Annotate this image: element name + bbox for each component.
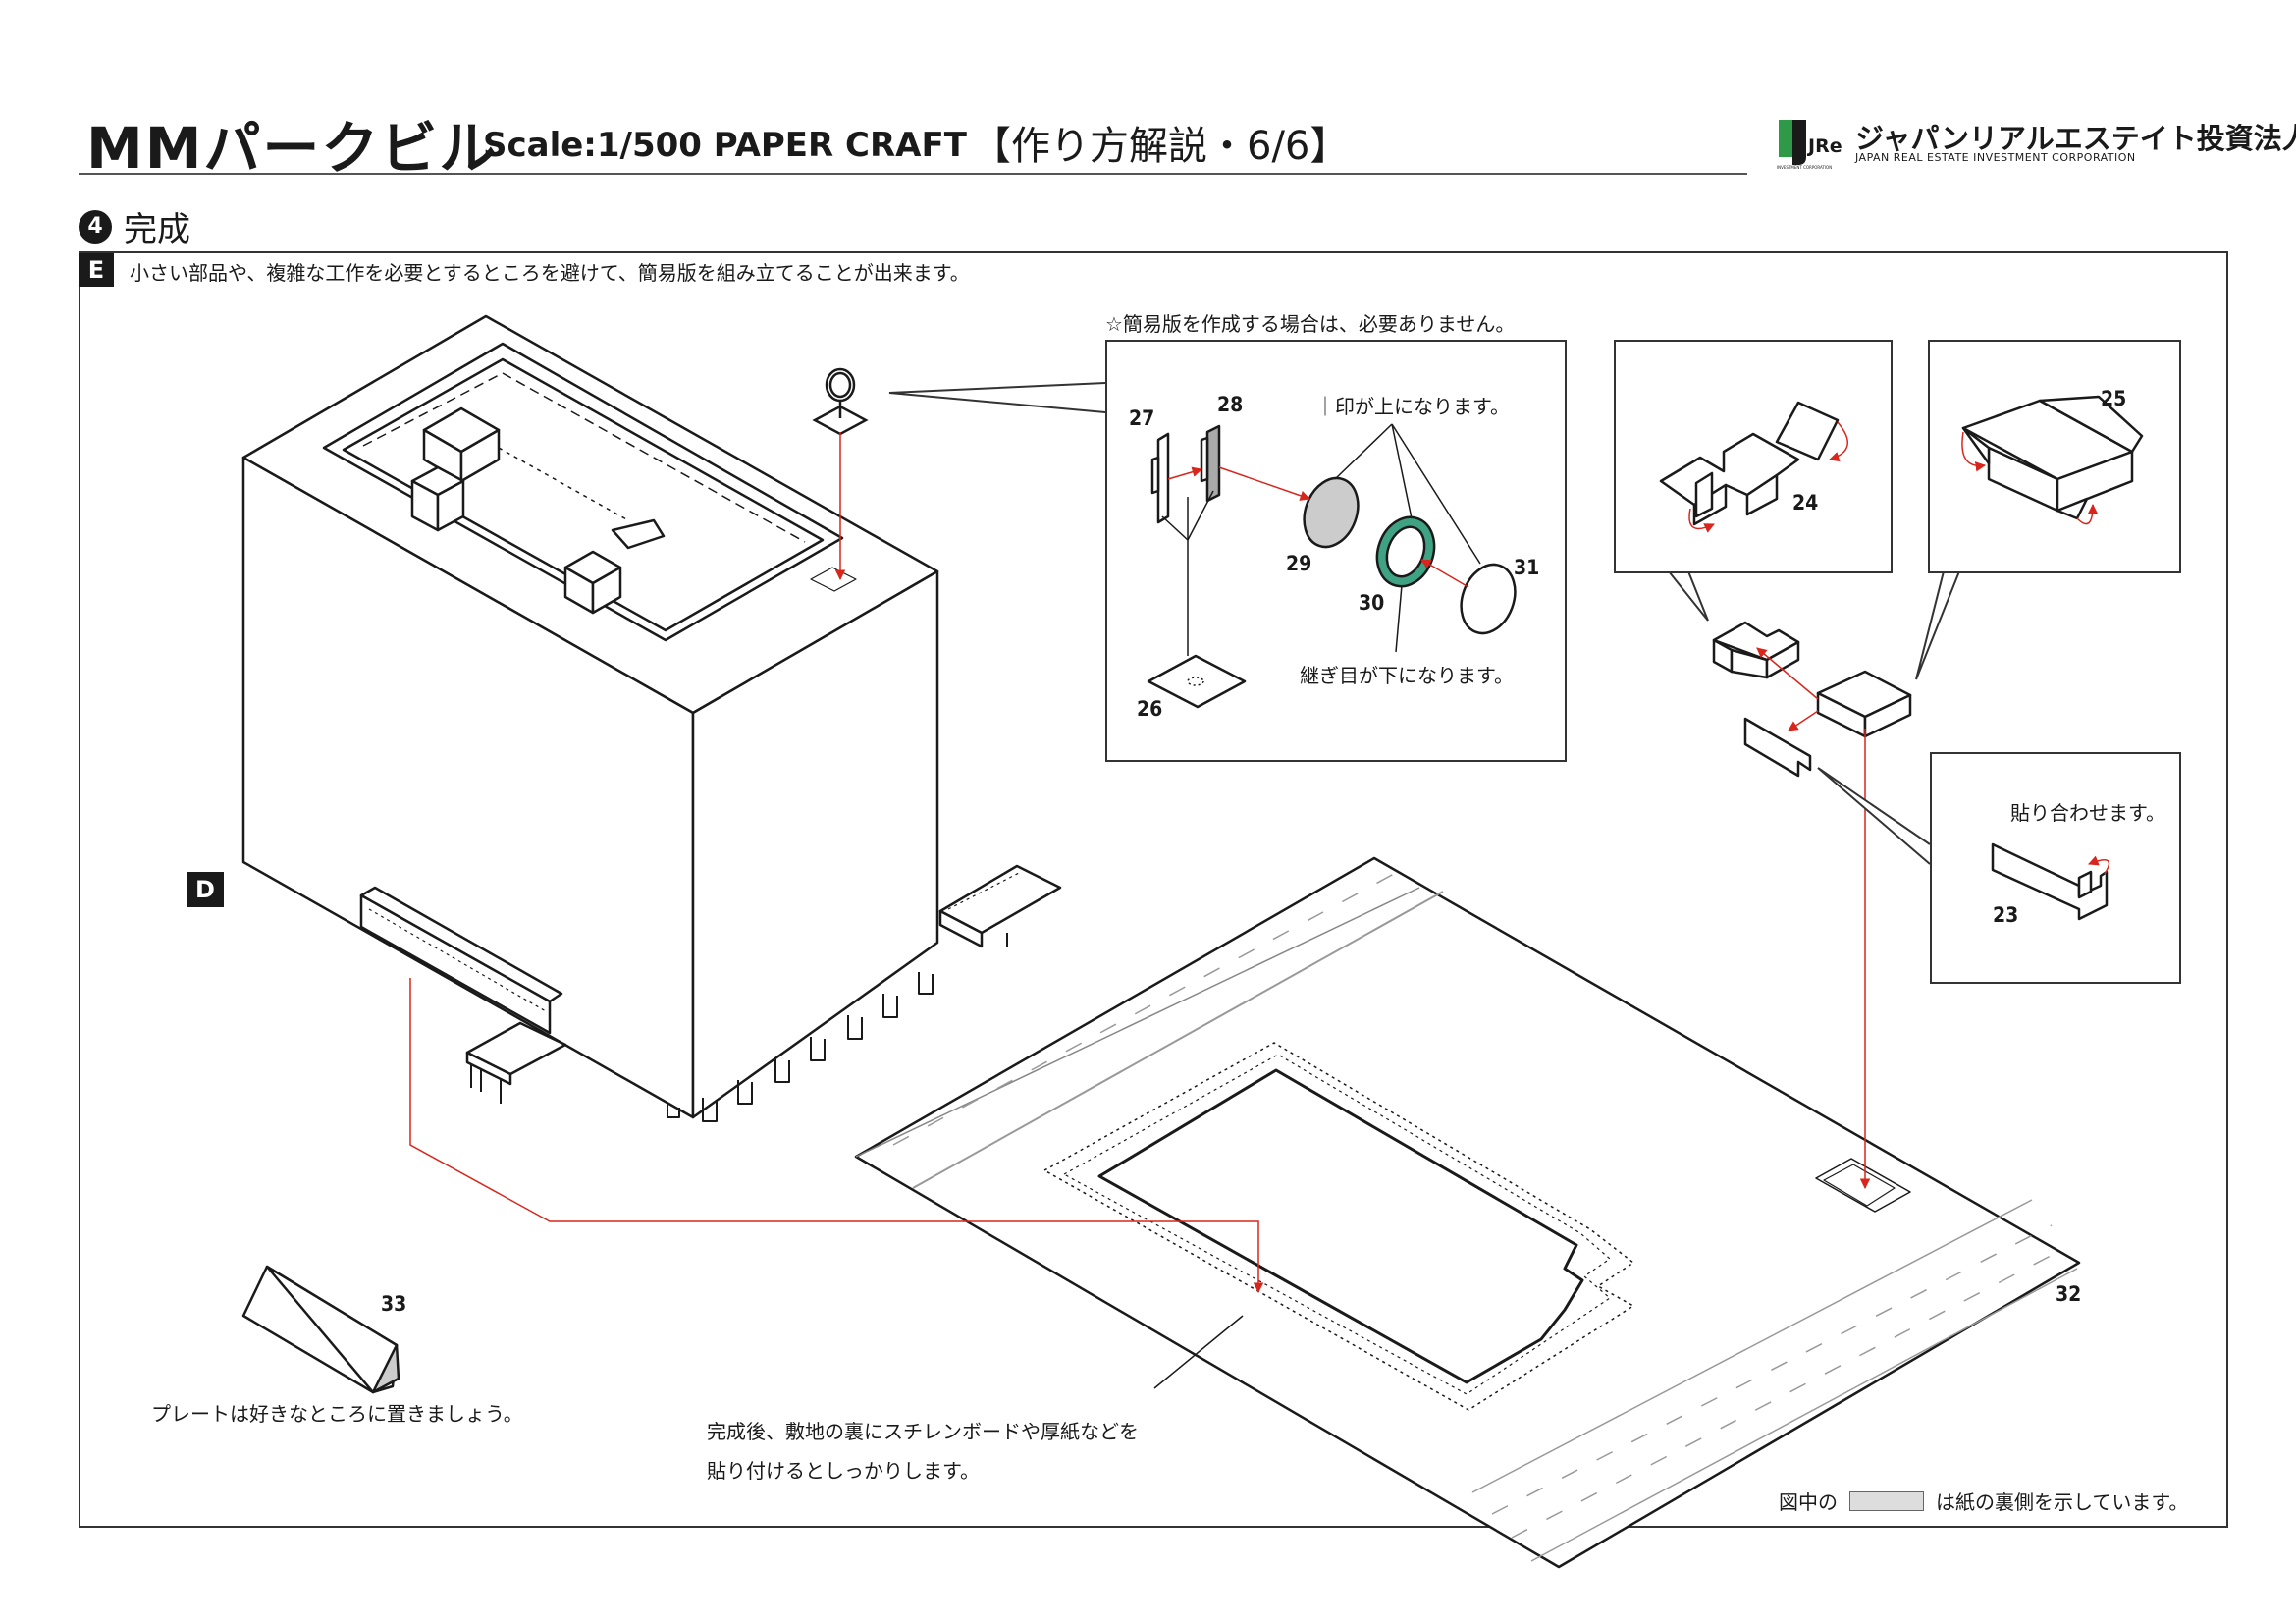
small-parts [1712,621,1912,778]
step-number-icon: 4 [79,209,112,244]
step-title: 完成 [124,210,190,249]
part-label-23: 23 [1993,903,2019,927]
part-label-31: 31 [1514,556,1540,579]
nameplate-part [241,1265,400,1394]
company-logo: JRe INVESTMENT CORPORATION ジャパンリアルエステイト投… [1777,116,2296,171]
part-label-33: 33 [381,1292,407,1316]
part-label-24: 24 [1792,491,1819,514]
part-label-25: 25 [2101,387,2127,410]
scale-label: Scale:1/500 PAPER CRAFT [483,126,967,165]
seam-down-note: 継ぎ目が下になります。 [1300,664,1514,687]
instruction-frame [79,251,2228,1528]
glue-note: 貼り合わせます。 [2010,801,2165,825]
paper-back-swatch [1849,1490,1924,1511]
page-subtitle: 【作り方解説・6/6】 [972,124,1350,169]
jre-logo-icon: JRe INVESTMENT CORPORATION [1777,116,1842,170]
awning-arrow [409,978,1264,1294]
step-heading: 4 完成 [79,202,190,250]
part-label-27: 27 [1129,406,1155,430]
antenna-part [812,367,869,436]
legend-text-pre: 図中の [1779,1490,1838,1514]
part-label-32: 32 [2056,1282,2082,1306]
title-rule [79,173,1747,175]
page-title: MMパークビル [86,115,499,182]
part-24-detail-box: 24 [1614,340,1893,573]
callout-pointer [888,382,1106,413]
logo-small-text: INVESTMENT CORPORATION [1777,165,1833,170]
site-base [854,856,2081,1569]
part-25-detail-box: 25 [1928,340,2181,573]
part-label-26: 26 [1137,697,1163,721]
logo-mark-text: JRe [1808,135,1842,157]
mark-up-note: ｜印が上になります。 [1315,395,1510,418]
part-label-29: 29 [1286,552,1312,575]
part-label-28: 28 [1217,393,1244,416]
part-label-30: 30 [1359,591,1385,615]
section-badge-d: D [187,872,224,907]
building-model [241,314,1062,1122]
legend: 図中の は紙の裏側を示しています。 [1779,1487,2188,1515]
part-23-detail-box: 貼り合わせます。 23 [1930,752,2181,984]
intro-note: 小さい部品や、複雑な工作を必要とするところを避けて、簡易版を組み立てることが出来… [130,261,970,285]
simple-version-note: ☆簡易版を作成する場合は、必要ありません。 [1105,312,1516,336]
section-badge-e: E [79,253,114,287]
plate-note: プレートは好きなところに置きましょう。 [151,1402,523,1426]
legend-text-post: は紙の裏側を示しています。 [1936,1490,2189,1514]
antenna-detail-box: ｜印が上になります。 継ぎ目が下になります。 27 28 29 30 31 26 [1105,340,1567,762]
logo-name: ジャパンリアルエステイト投資法人 [1855,122,2296,155]
finish-note-line1: 完成後、敷地の裏にスチレンボードや厚紙などを [707,1420,1139,1443]
finish-note-line2: 貼り付けるとしっかりします。 [707,1459,980,1483]
logo-english: JAPAN REAL ESTATE INVESTMENT CORPORATION [1855,151,2136,164]
